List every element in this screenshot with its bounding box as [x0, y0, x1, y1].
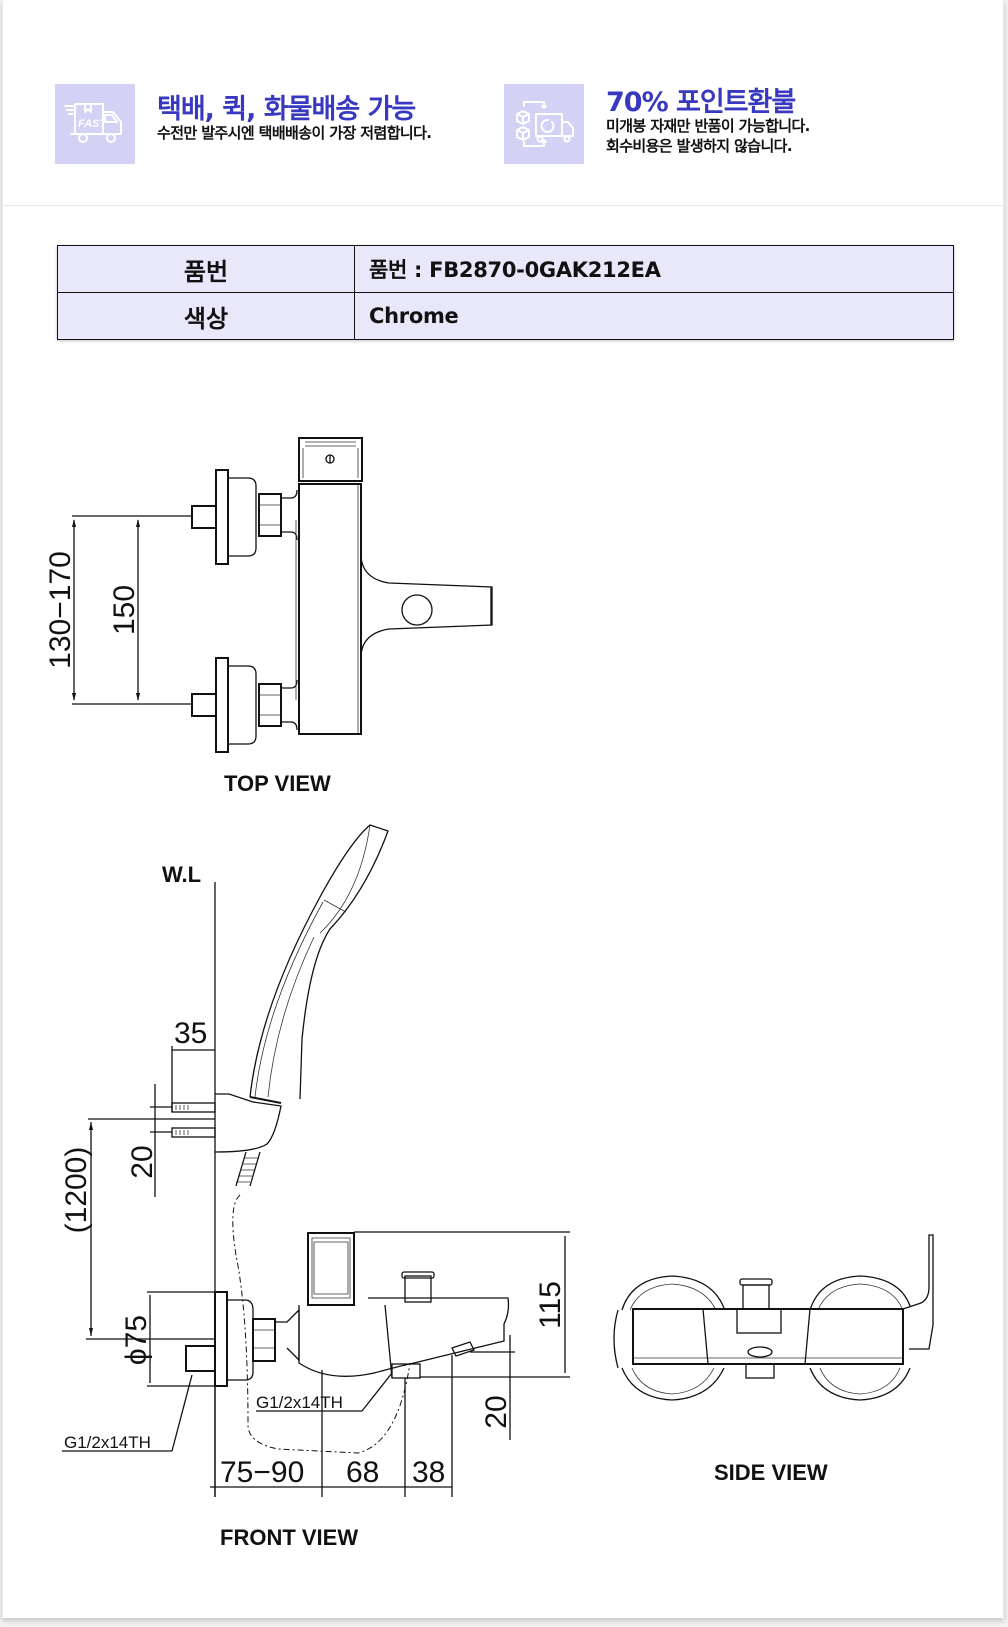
wall-line-label: W.L [162, 862, 201, 887]
dim-1200: (1200) [60, 1118, 215, 1340]
top-view-inlet-lower [191, 657, 298, 753]
hose-path [232, 1194, 411, 1454]
hand-shower [249, 824, 389, 1104]
feature-title: 70% 포인트환불 [606, 87, 796, 118]
shower-holder [171, 1093, 282, 1187]
svg-text:20: 20 [126, 1145, 159, 1178]
return-exchange-icon [504, 84, 584, 164]
top-view-label: TOP VIEW [224, 771, 331, 796]
table-row: 품번 품번 : FB2870-0GAK212EA [57, 245, 954, 293]
svg-text:20: 20 [480, 1395, 513, 1428]
svg-text:(1200): (1200) [60, 1147, 93, 1234]
dim-20-spout: 20 [470, 1335, 515, 1440]
dim-38: 38 [412, 1456, 445, 1489]
front-view-label: FRONT VIEW [220, 1525, 358, 1550]
dim-75-90: 75−90 [220, 1456, 304, 1489]
dim-bottom-chain: 75−90 68 38 [210, 1355, 453, 1497]
top-view-dimensions: 130−170 150 [44, 515, 192, 705]
spec-value-part-number: 품번 : FB2870-0GAK212EA [354, 245, 954, 293]
table-row: 색상 Chrome [57, 292, 954, 340]
spec-key-color: 색상 [57, 292, 355, 340]
svg-text:115: 115 [534, 1281, 567, 1329]
dim-top-outer: 130−170 [44, 551, 77, 669]
feature-description: 수전만 발주시엔 택배배송이 가장 저렴합니다. [157, 124, 432, 142]
fast-delivery-truck-icon: FAST [55, 84, 135, 164]
spec-value-color: Chrome [354, 292, 954, 340]
dim-phi75: ϕ75 [120, 1291, 215, 1387]
svg-text:35: 35 [174, 1017, 207, 1050]
dim-20-holder: 20 [126, 1084, 172, 1197]
top-view: 130−170 150 [44, 437, 493, 796]
top-view-body [295, 437, 493, 735]
front-view-body [185, 1232, 510, 1387]
feature-description: 미개봉 자재만 반품이 가능합니다. [606, 117, 810, 135]
svg-text:G1/2x14TH: G1/2x14TH [64, 1433, 151, 1452]
spec-table: 품번 품번 : FB2870-0GAK212EA 색상 Chrome [57, 245, 954, 340]
top-view-inlet-upper [191, 469, 298, 565]
shipping-banner: FAST 택배, 퀵, 화물배송 가능 수전만 발주시엔 택배배송이 가장 저렴… [3, 0, 1003, 206]
feature-title: 택배, 퀵, 화물배송 가능 [157, 94, 416, 125]
side-view: SIDE VIEW [613, 1234, 934, 1485]
dim-115: 115 [354, 1231, 570, 1378]
dim-top-inner: 150 [108, 585, 141, 635]
front-view: W.L 35 20 [60, 824, 570, 1550]
spec-key-part-number: 품번 [57, 245, 355, 293]
svg-text:ϕ75: ϕ75 [120, 1315, 153, 1365]
side-view-label: SIDE VIEW [714, 1460, 828, 1485]
dim-35: 35 [171, 1017, 215, 1112]
svg-text:FAST: FAST [78, 118, 107, 130]
dim-68: 68 [346, 1456, 379, 1489]
svg-text:G1/2x14TH: G1/2x14TH [256, 1393, 343, 1412]
feature-description: 회수비용은 발생하지 않습니다. [606, 137, 793, 155]
feature-delivery: FAST 택배, 퀵, 화물배송 가능 수전만 발주시엔 택배배송이 가장 저렴… [55, 84, 432, 164]
thread-label-inlet: G1/2x14TH [62, 1374, 193, 1452]
feature-refund: 70% 포인트환불 미개봉 자재만 반품이 가능합니다. 회수비용은 발생하지 … [504, 84, 810, 164]
thread-label-outlet: G1/2x14TH [256, 1372, 393, 1412]
